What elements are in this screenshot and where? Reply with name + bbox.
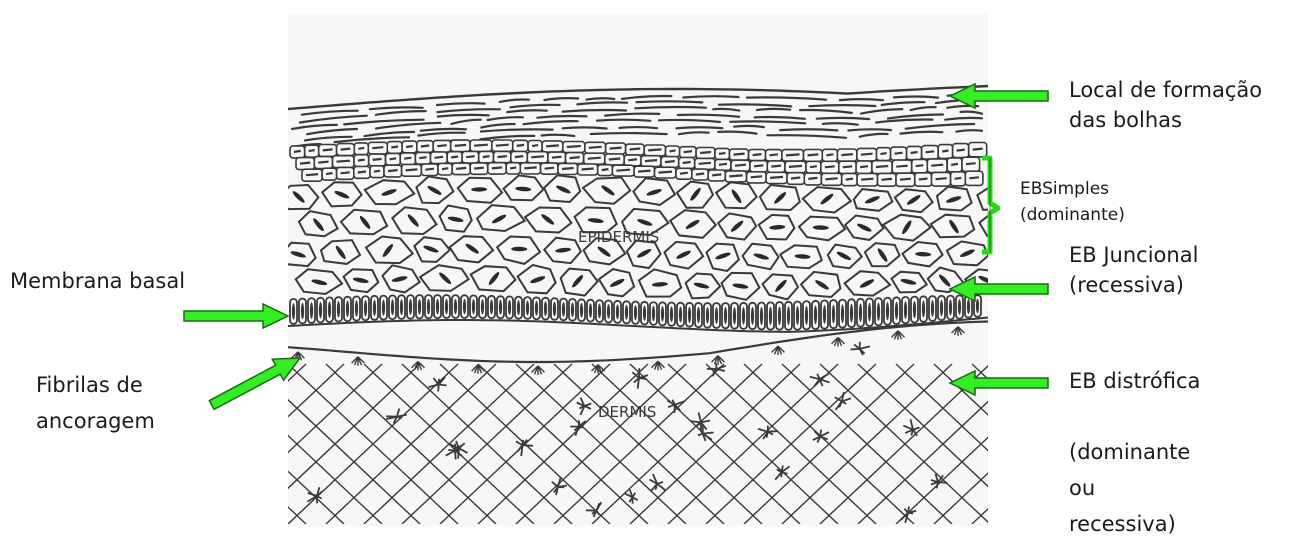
arrow-bubble-site (950, 84, 1048, 108)
label-eb-distrofica-note: (dominante ou recessiva) (1069, 434, 1190, 542)
label-fibrilas: Fibrilas de ancoragem (36, 367, 155, 439)
label-membrana-basal: Membrana basal (10, 266, 185, 296)
label-bubble-site: Local de formação das bolhas (1069, 75, 1262, 135)
label-eb-juncional: EB Juncional (recessiva) (1069, 240, 1198, 300)
arrow-eb-juncional (950, 277, 1048, 301)
label-eb-simples: EBSimples (dominante) (1020, 176, 1125, 228)
arrow-fibrilas (206, 347, 306, 415)
label-eb-distrofica: EB distrófica (1069, 366, 1200, 396)
arrow-membrana-basal (184, 304, 288, 328)
arrow-eb-distrofica (950, 371, 1048, 395)
